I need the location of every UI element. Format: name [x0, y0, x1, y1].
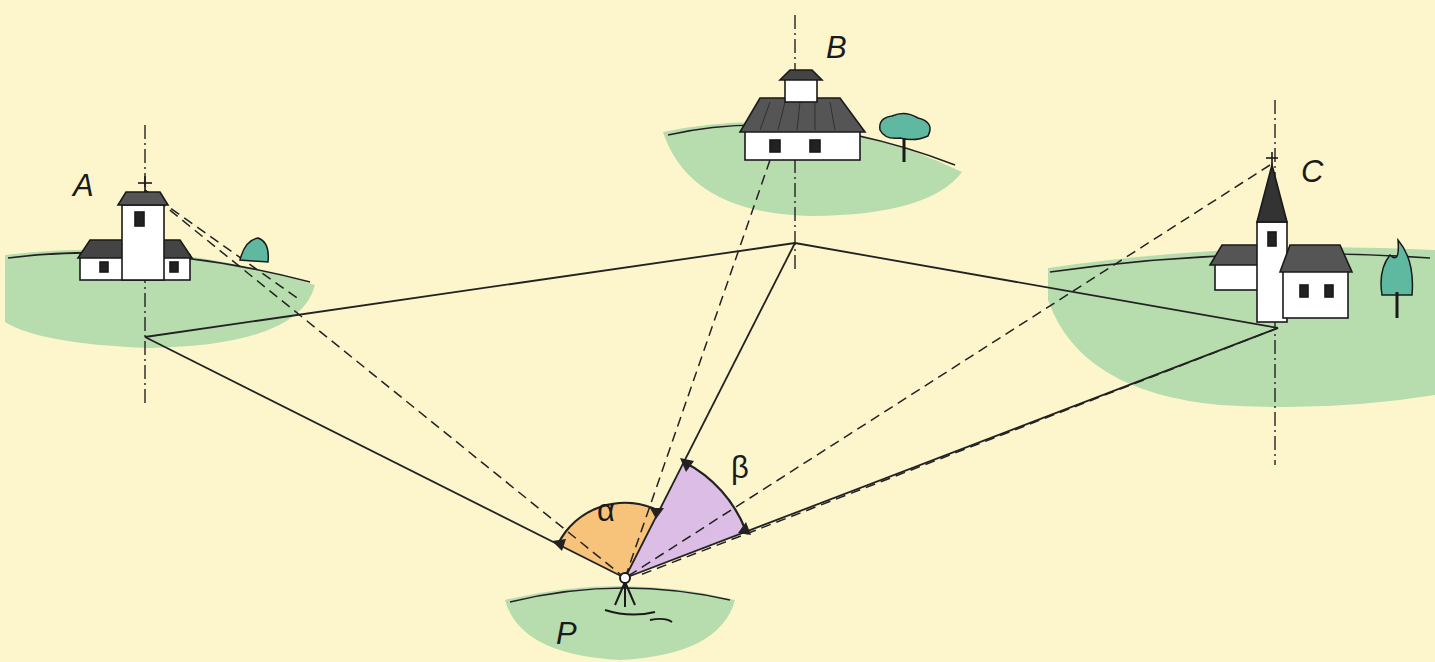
point-label: B [826, 32, 847, 63]
angle-label: α [597, 495, 615, 526]
point-label: A [73, 170, 94, 201]
angle-label: β [731, 452, 749, 483]
point-label: P [556, 618, 577, 649]
point-label: C [1301, 156, 1323, 187]
